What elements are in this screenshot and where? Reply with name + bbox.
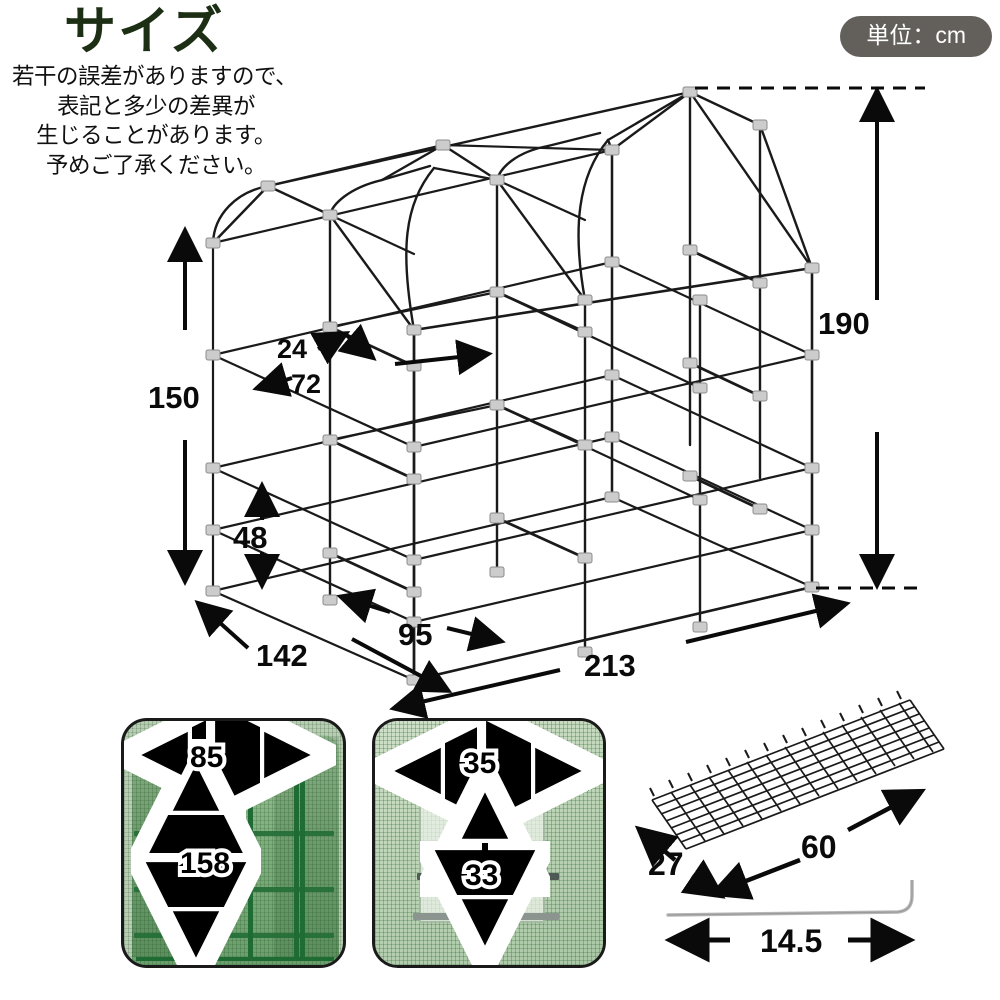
shelf-length-label: 60 bbox=[801, 829, 837, 865]
greenhouse-illustration bbox=[124, 721, 343, 965]
inset-window-photo: 35 35 33 33 bbox=[372, 718, 606, 968]
dimension-label-48: 48 bbox=[233, 520, 268, 555]
window-height-label: 33 33 bbox=[461, 857, 502, 895]
inset-stake-drawing: 14.5 bbox=[620, 856, 1000, 995]
frame-wireframe bbox=[167, 86, 925, 719]
dimension-label-150: 150 bbox=[148, 380, 200, 415]
inset-shelf-drawing: 27 60 bbox=[620, 690, 1000, 900]
greenhouse-height-label: 158 158 bbox=[176, 845, 234, 883]
window-width-label: 35 35 bbox=[459, 745, 500, 783]
dimension-label-95: 95 bbox=[398, 617, 433, 652]
dimension-label-190: 190 bbox=[818, 306, 870, 341]
greenhouse-width-label: 85 85 bbox=[186, 739, 227, 777]
dimension-arrows bbox=[167, 86, 895, 719]
shelf-depth-label: 27 bbox=[648, 846, 684, 882]
reference-lines bbox=[695, 86, 925, 590]
unit-badge: 単位：cm bbox=[840, 16, 992, 58]
dimension-label-72: 72 bbox=[291, 369, 322, 399]
disclaimer-line-1: 若干の誤差がありますので、 bbox=[12, 64, 298, 89]
inset-greenhouse-photo: 85 85 158 158 bbox=[121, 718, 346, 968]
disclaimer-text: 若干の誤差がありますので、 表記と多少の差異が 生じることがあります。 予めご了… bbox=[6, 62, 306, 181]
main-diagram: 190 150 48 24 72 95 142 213 bbox=[148, 86, 925, 719]
stake-illustration: 14.5 bbox=[664, 856, 916, 963]
disclaimer-line-4: 予めご了承ください。 bbox=[45, 153, 267, 179]
dimension-label-142: 142 bbox=[256, 638, 308, 673]
dimension-label-24: 24 bbox=[277, 334, 308, 364]
disclaimer-line-3: 生じることがあります。 bbox=[36, 123, 276, 149]
disclaimer-line-2: 表記と多少の差異が bbox=[56, 93, 256, 119]
page-title: サイズ bbox=[64, 3, 225, 61]
stake-length-label: 14.5 bbox=[760, 923, 822, 959]
wire-shelf-illustration: 27 60 bbox=[634, 690, 945, 900]
dimension-label-213: 213 bbox=[584, 648, 636, 683]
